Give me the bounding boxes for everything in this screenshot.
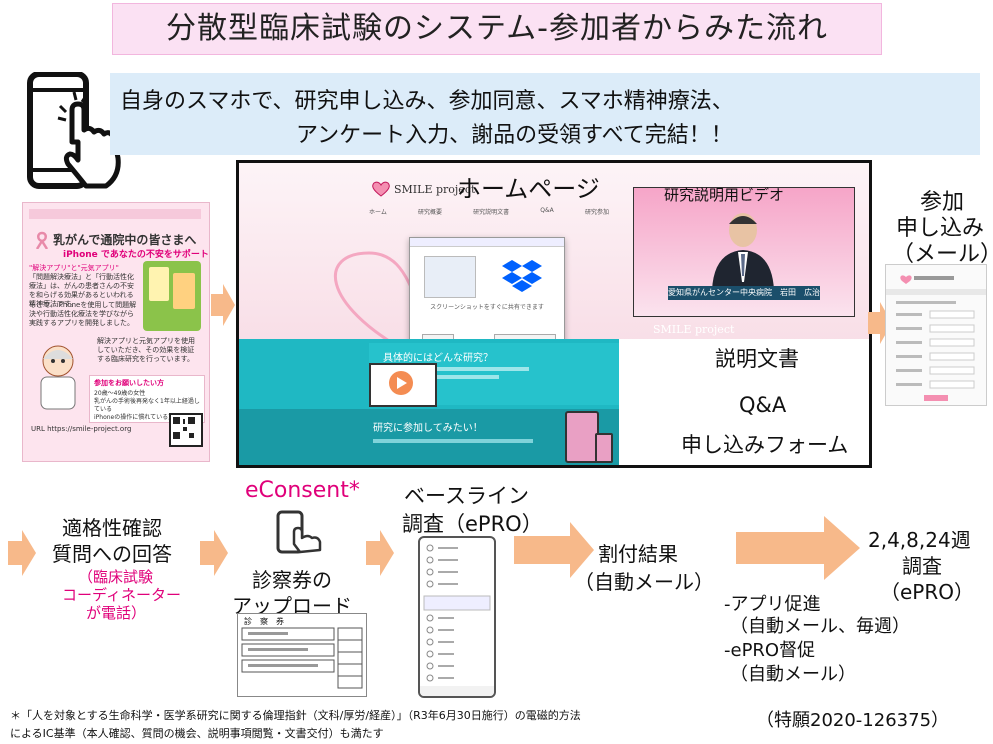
reminder-line-1: -アプリ促進 bbox=[724, 594, 821, 615]
application-form-link[interactable]: 申し込みフォーム bbox=[681, 433, 849, 457]
video-label: 研究説明用ビデオ bbox=[664, 186, 785, 204]
patent-number: （特願2020-126375） bbox=[756, 710, 950, 731]
econsent-label: eConsent* bbox=[245, 478, 360, 503]
teal-banner-1: 具体的にはどんな研究？ bbox=[239, 339, 619, 409]
flyer-intro: 「問題解決療法」と「行動活性化療法」は、がんの患者さんの不安を和らげる効果がある… bbox=[29, 273, 134, 308]
page-title: 分散型臨床試験のシステム-参加者からみた流れ bbox=[112, 3, 882, 55]
condition-item: 乳がんの手術後再発なく1年以上経過している bbox=[94, 398, 200, 413]
flyer-subheading: iPhone であなたの不安をサポート bbox=[63, 250, 209, 260]
site-nav: ホーム 研究概要 研究説明文書 Q&A 研究参加 bbox=[369, 207, 609, 221]
flow-arrow-wide bbox=[736, 516, 860, 580]
epro-questionnaire-screenshot bbox=[418, 536, 496, 698]
intro-video[interactable]: 研究説明用ビデオ 愛知県がんセンター中央病院 岩田 広治 bbox=[633, 186, 855, 317]
app-screens-image bbox=[143, 261, 201, 331]
upload-label-1: 診察券の bbox=[252, 568, 332, 592]
menu-panel bbox=[619, 339, 869, 465]
allocation-label-2: （自動メール） bbox=[574, 570, 714, 594]
reminder-line-3: -ePRO督促 bbox=[724, 640, 816, 661]
nav-item[interactable]: 研究概要 bbox=[417, 209, 442, 216]
heart-logo-icon bbox=[371, 181, 391, 197]
banner1-text[interactable]: 具体的にはどんな研究？ bbox=[383, 353, 493, 364]
nav-item[interactable]: 研究説明文書 bbox=[473, 209, 510, 216]
pink-ribbon-icon bbox=[35, 231, 49, 250]
flow-arrow-wide bbox=[514, 522, 594, 578]
condition-item: iPhoneの操作に慣れている方 bbox=[94, 414, 175, 421]
dropbox-icon bbox=[502, 258, 542, 294]
apply-label-2: 申し込み bbox=[896, 216, 985, 241]
apply-label-1: 参加 bbox=[920, 190, 965, 215]
teal-banner-2: 研究に参加してみたい！ bbox=[239, 409, 619, 465]
baseline-label-2: 調査（ePRO） bbox=[402, 512, 543, 536]
flow-arrow bbox=[211, 284, 235, 326]
application-form-screenshot bbox=[885, 264, 987, 406]
smartphone-tap-icon bbox=[24, 71, 128, 192]
flow-arrow bbox=[366, 530, 394, 576]
apply-label-3: （メール） bbox=[892, 242, 993, 267]
flyer-conditions-box: 参加をお願いしたい方 20歳～49歳の女性 乳がんの手術後再発なく1年以上経過し… bbox=[89, 375, 205, 423]
flyer-heading: 乳がんで通院中の皆さまへ bbox=[53, 233, 197, 247]
reminder-line-4: （自動メール） bbox=[730, 664, 856, 685]
allocation-label-1: 割付結果 bbox=[598, 542, 678, 566]
followup-label-1: 2,4,8,24週 bbox=[868, 528, 971, 552]
footnote-line-2: によるIC基準（本人確認、質問の機会、説明事項閲覧・文書交付）も満たす bbox=[10, 727, 384, 740]
flyer-url: URL https://smile-project.org bbox=[31, 425, 132, 433]
eligibility-label-2: 質問への回答 bbox=[52, 542, 172, 566]
reminder-line-2: （自動メール、毎週） bbox=[730, 616, 910, 637]
baseline-label-1: ベースライン bbox=[404, 484, 529, 508]
summary-banner: 自身のスマホで、研究申し込み、参加同意、スマホ精神療法、 アンケート入力、謝品の… bbox=[110, 73, 980, 155]
laptop-image bbox=[369, 363, 437, 407]
dialog-text: スクリーンショットをすぐに共有できます bbox=[430, 304, 544, 311]
dropbox-dialog: スクリーンショットをすぐに共有できます bbox=[409, 237, 565, 351]
coordinator-label-2: コーディネーター bbox=[62, 586, 181, 604]
flyer-request: 解決アプリと元気アプリを使用していただき、その効果を検証する臨床研究を行っていま… bbox=[97, 337, 195, 363]
footnote-line-1: ＊「人を対象とする生命科学・医学系研究に関する倫理指針（文科/厚労/経産）」（R… bbox=[10, 709, 581, 722]
presenter-figure bbox=[712, 213, 774, 290]
nav-item[interactable]: Q&A bbox=[540, 207, 554, 214]
doctor-illustration bbox=[31, 341, 85, 411]
banner2-text[interactable]: 研究に参加してみたい！ bbox=[373, 423, 483, 434]
homepage-label: ホームページ bbox=[457, 175, 600, 203]
phone-upload-icon bbox=[272, 510, 332, 554]
nav-item[interactable]: 研究参加 bbox=[584, 209, 609, 216]
footnote: ＊「人を対象とする生命科学・医学系研究に関する倫理指針（文科/厚労/経産）」（R… bbox=[10, 707, 750, 743]
flyer-header-strip bbox=[29, 209, 201, 219]
ticket-title: 診 察 券 bbox=[244, 617, 284, 626]
condition-item: 20歳～49歳の女性 bbox=[94, 390, 146, 397]
tablet-image bbox=[565, 411, 599, 463]
flow-arrow bbox=[200, 530, 228, 576]
recruitment-flyer: 乳がんで通院中の皆さまへ iPhone であなたの不安をサポート "解決アプリ"… bbox=[22, 202, 210, 462]
flyer-app-label: "解決アプリ"と"元気アプリ" bbox=[29, 264, 119, 272]
explanation-doc-link[interactable]: 説明文書 bbox=[715, 347, 799, 371]
conditions-title: 参加をお願いしたい方 bbox=[94, 379, 164, 387]
nav-item[interactable]: ホーム bbox=[369, 209, 387, 216]
website-screenshot: SMILE project ホームページ ホーム 研究概要 研究説明文書 Q&A… bbox=[236, 160, 872, 468]
qa-link[interactable]: Q&A bbox=[739, 393, 787, 417]
followup-label-2: 調査 bbox=[902, 554, 942, 578]
coordinator-label-3: が電話） bbox=[86, 604, 147, 622]
flow-arrow bbox=[8, 530, 36, 576]
coordinator-label-1: （臨床試験 bbox=[78, 568, 154, 586]
summary-line-2: アンケート入力、謝品の受領すべて完結！！ bbox=[296, 123, 733, 148]
flyer-body: そこで、iPhoneを使用して問題解決や行動活性化療法を学びながら実践するアプリ… bbox=[29, 301, 137, 327]
site-logo: SMILE project bbox=[394, 183, 476, 196]
exam-ticket-image: 診 察 券 bbox=[237, 613, 367, 697]
qr-code-icon bbox=[169, 413, 203, 447]
phone-image bbox=[595, 433, 613, 463]
summary-line-1: 自身のスマホで、研究申し込み、参加同意、スマホ精神療法、 bbox=[120, 89, 734, 114]
video-caption: 愛知県がんセンター中央病院 岩田 広治 bbox=[668, 286, 820, 300]
followup-label-3: （ePRO） bbox=[880, 580, 975, 604]
site-watermark: SMILE project bbox=[653, 323, 735, 336]
eligibility-label-1: 適格性確認 bbox=[62, 516, 162, 540]
